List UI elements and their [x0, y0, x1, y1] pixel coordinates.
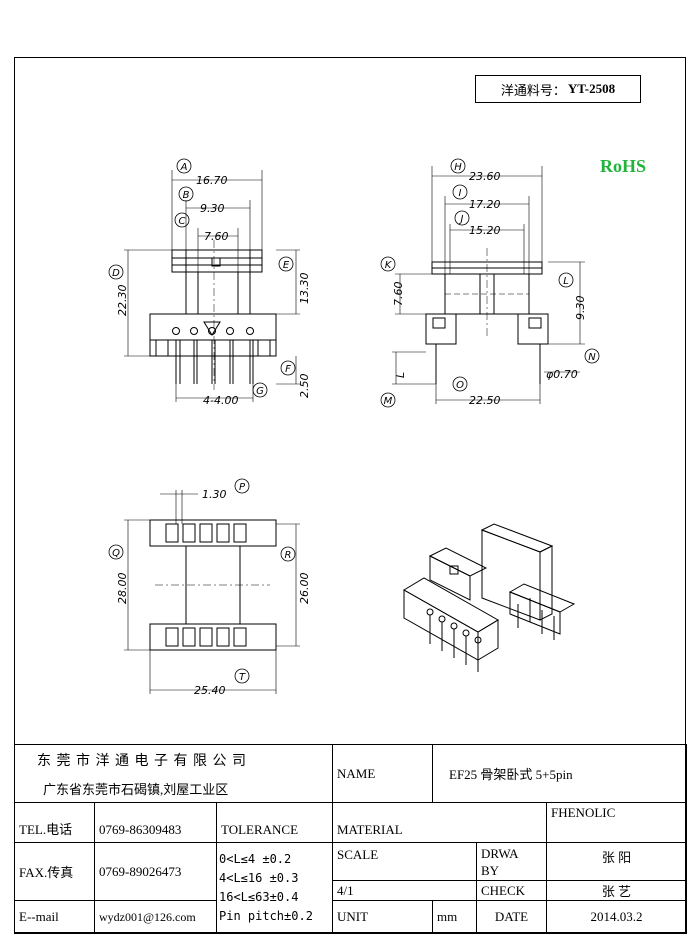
- dim-A-value: 16.70: [196, 174, 228, 187]
- dim-I-value: 17.20: [469, 198, 501, 211]
- ref-G-marker: G: [256, 386, 264, 397]
- part-number-box: 洋通料号： YT-2508: [475, 75, 641, 103]
- dim-G-value: 4-4.00: [203, 394, 238, 407]
- tolerance-values: 0<L≤4 ±0.2 4<L≤16 ±0.3 16<L≤63±0.4 Pin p…: [216, 842, 333, 934]
- material-value: FHENOLIC: [545, 802, 688, 843]
- ref-N-marker: N: [588, 352, 596, 363]
- dim-O-value: 22.50: [469, 394, 501, 407]
- dim-R-value: 26.00: [298, 573, 311, 605]
- drawn-label-line1: DRWA: [481, 845, 519, 861]
- ref-P-marker: P: [239, 482, 246, 493]
- tolerance-line: 0<L≤4 ±0.2: [219, 852, 292, 866]
- dim-P-value: 1.30: [202, 488, 227, 501]
- rohs-mark: RoHS: [600, 156, 647, 176]
- ref-A-marker: A: [180, 162, 188, 173]
- company-address: 广东省东莞市石碣镇,刘屋工业区: [14, 774, 333, 803]
- reference-markers: A B C D E F G H I J K L M N O P Q R T: [108, 158, 600, 684]
- ref-O-marker: O: [456, 380, 464, 391]
- bottom-view: [124, 490, 300, 694]
- dim-N-value: φ0.70: [546, 368, 578, 381]
- dim-M-value: L: [394, 372, 407, 378]
- dim-B-value: 9.30: [200, 202, 225, 215]
- email-label: E--mail: [14, 900, 95, 934]
- ref-R-marker: R: [285, 550, 292, 561]
- dim-C-value: 7.60: [204, 230, 229, 243]
- dim-E-value: 13.30: [298, 273, 311, 305]
- tel-label: TEL.电话: [14, 802, 95, 843]
- unit-value: mm: [432, 900, 477, 934]
- scale-value: 4/1: [332, 880, 477, 901]
- dim-J-value: 15.20: [469, 224, 501, 237]
- drawn-by-value: 张 阳: [545, 842, 688, 881]
- scale-label: SCALE: [332, 842, 477, 881]
- front-view: [124, 170, 300, 402]
- title-block: 东 莞 市 洋 通 电 子 有 限 公 司 NAME EF25 骨架卧式 5+5…: [14, 744, 688, 934]
- dim-Q-value: 28.00: [116, 573, 129, 605]
- fax-value: 0769-89026473: [94, 842, 217, 901]
- tolerance-line: Pin pitch±0.2: [219, 909, 313, 923]
- company-name: 东 莞 市 洋 通 电 子 有 限 公 司: [14, 744, 333, 775]
- ref-L-marker: L: [563, 276, 569, 287]
- material-label: MATERIAL: [332, 802, 547, 843]
- ref-J-marker: J: [459, 214, 464, 225]
- dim-H-value: 23.60: [469, 170, 501, 183]
- tolerance-label: TOLERANCE: [216, 802, 333, 843]
- name-value: EF25 骨架卧式 5+5pin: [431, 744, 688, 803]
- dim-L-value: 9.30: [574, 296, 587, 321]
- ref-B-marker: B: [183, 190, 190, 201]
- ref-F-marker: F: [285, 364, 291, 375]
- unit-label: UNIT: [332, 900, 433, 934]
- tel-value: 0769-86309483: [94, 802, 217, 843]
- drawn-label-line2: BY: [481, 862, 500, 878]
- ref-H-marker: H: [454, 162, 462, 173]
- dim-T-value: 25.40: [194, 684, 226, 697]
- check-label: CHECK: [476, 880, 547, 901]
- tolerance-line: 4<L≤16 ±0.3: [219, 871, 299, 885]
- tolerance-line: 16<L≤63±0.4: [219, 890, 299, 904]
- fax-label: FAX.传真: [14, 842, 95, 901]
- isometric-view: [403, 523, 576, 672]
- drawn-by-label: DRWA BY: [476, 842, 547, 881]
- ref-D-marker: D: [112, 268, 120, 279]
- ref-I-marker: I: [459, 188, 462, 199]
- ref-M-marker: M: [384, 396, 393, 407]
- ref-C-marker: C: [179, 216, 186, 227]
- dim-D-value: 22.30: [116, 285, 129, 317]
- ref-E-marker: E: [283, 260, 290, 271]
- ref-K-marker: K: [385, 260, 393, 271]
- email-value: wydz001@126.com: [94, 900, 217, 934]
- date-value: 2014.03.2: [545, 900, 688, 934]
- date-label: DATE: [476, 900, 547, 934]
- part-number-value: YT-2508: [567, 81, 616, 96]
- dim-K-value: 7.60: [392, 282, 405, 307]
- side-view: [392, 166, 585, 404]
- ref-Q-marker: Q: [112, 548, 120, 559]
- dim-F-value: 2.50: [298, 374, 311, 399]
- part-number-label: 洋通料号：: [500, 82, 566, 98]
- ref-T-marker: T: [239, 672, 246, 683]
- check-value: 张 艺: [545, 880, 688, 901]
- name-label: NAME: [332, 744, 433, 803]
